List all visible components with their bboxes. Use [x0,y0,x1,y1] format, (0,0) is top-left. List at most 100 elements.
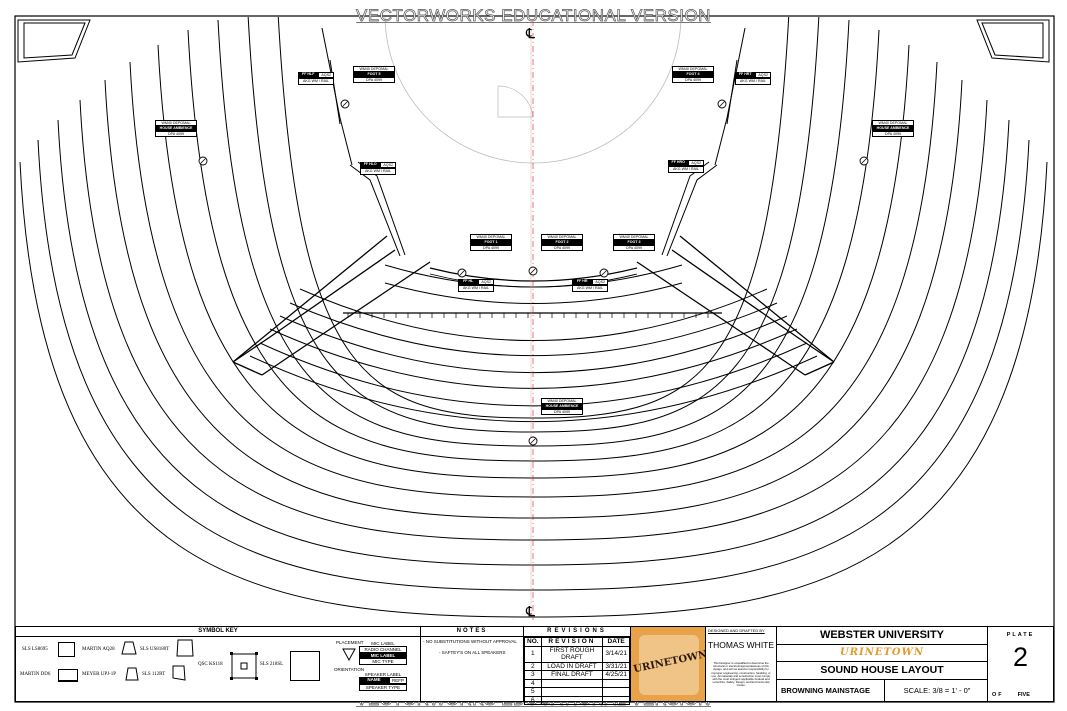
seat-row [187,29,880,462]
sym-qsc-ks118-icon [230,652,258,680]
mic-icon [457,268,467,278]
plate-number: 2 [1012,642,1029,672]
designer-disclaimer: This Designer is unqualified to determin… [711,661,771,688]
right-aisle-wall [636,235,835,376]
seat-row [57,119,1010,566]
seat-row [79,99,988,541]
revisions-title: REVISIONS [524,627,630,637]
mic-icon [528,436,538,446]
placement-triangle-icon [342,648,356,662]
designer-panel: DESIGNED AND DRAFTED BY THOMAS WHITE Thi… [705,626,777,702]
notes-panel: NOTES - NO SUBSTITUTIONS WITHOUT APPROVA… [420,626,524,702]
sym-sls-218sl-label: SLS 218SL [260,662,284,667]
sym-sls-us8180t-icon [176,639,194,657]
orchestra-row [269,328,798,389]
orchestra-row [299,288,768,341]
mic-icon [717,99,727,109]
drawing-title: SOUND HOUSE LAYOUT [777,662,987,680]
sym-martin-aq28-label: MARTIN AQ28 [82,647,115,652]
sym-sls-218sl-icon [290,651,320,681]
sym-sls-112rt-label: SLS 112RT [142,672,166,677]
revision-row: 4 [524,678,630,688]
mic-symbols [198,99,869,446]
centerline-symbol-bottom: ℄ [526,604,535,620]
sym-martin-dd6-label: MARTIN DD6 [20,672,51,677]
seat-row [277,17,790,419]
note-2: - SAFTEY'S ON ALL SPEAKERS [439,650,506,655]
venue-name: BROWNING MAINSTAGE [777,680,885,702]
mic-icon [528,266,538,276]
seating-rows [19,17,1048,618]
sym-meyer-upj1p-label: MEYER UPJ-1P [82,672,117,677]
show-logo: URINETOWN [630,626,706,702]
watermark-top: VECTORWORKS EDUCATIONAL VERSION [356,6,711,26]
revision-row: 6 [524,695,630,705]
sym-martin-dd6-icon [58,669,78,682]
sym-qsc-ks118-label: QSC KS118 [198,662,223,667]
orchestra-row [259,342,808,407]
sym-meyer-upj1p-icon [125,667,139,681]
front-row [384,282,683,304]
sym-sls-us8180t-label: SLS US8180T [140,647,170,652]
symbol-key-title: SYMBOL KEY [16,627,420,637]
designer-name: THOMAS WHITE [707,640,775,650]
sym-sls-ls8695-label: SLS LS8695 [22,647,48,652]
sheet-border [14,15,1055,703]
symbol-key-panel: SYMBOL KEY SLS LS8695 MARTIN AQ28 SLS US… [15,626,421,702]
plate-total: FIVE [1017,692,1030,698]
mic-icon [198,156,208,166]
revision-row: 5 [524,687,630,697]
title-block: WEBSTER UNIVERSITY URINETOWN SOUND HOUSE… [776,626,988,702]
notes-title: NOTES [421,627,523,637]
sym-sls-112rt-icon [172,665,186,681]
orientation-label: ORIENTATION [334,667,365,672]
plate-label: PLATE [1006,632,1035,638]
school-name: WEBSTER UNIVERSITY [777,627,987,645]
mic-icon [340,99,350,109]
rail-ticks [347,313,709,318]
designer-heading: DESIGNED AND DRAFTED BY [708,628,765,633]
seat-row [129,61,938,498]
mic-label-key: MIC LABEL RADIO CHANNEL MIC LABEL MIC TY… [359,641,407,665]
side-box-walls [321,27,746,257]
orchestra-row [249,355,818,422]
mic-icon [859,156,869,166]
seat-row [157,44,910,479]
of-label: OF [992,692,1004,698]
seat-row [37,139,1030,591]
balcony-boxes [17,19,1050,63]
centerline-symbol-top: ℄ [526,26,535,42]
placement-label: PLACEMENT [336,640,364,645]
note-1: - NO SUBSTITUTIONS WITHOUT APPROVAL [423,639,517,644]
show-title: URINETOWN [777,645,987,662]
mic-icon [599,268,609,278]
seat-row [19,161,1048,618]
drawing-scale: SCALE: 3/8 = 1' - 0" [903,686,971,695]
orchestra-row [289,302,778,357]
stage-door [497,85,534,118]
sym-martin-aq28-icon [121,641,137,655]
plate-block: PLATE 2 OF FIVE [987,626,1054,702]
sym-sls-ls8695-icon [58,642,75,657]
